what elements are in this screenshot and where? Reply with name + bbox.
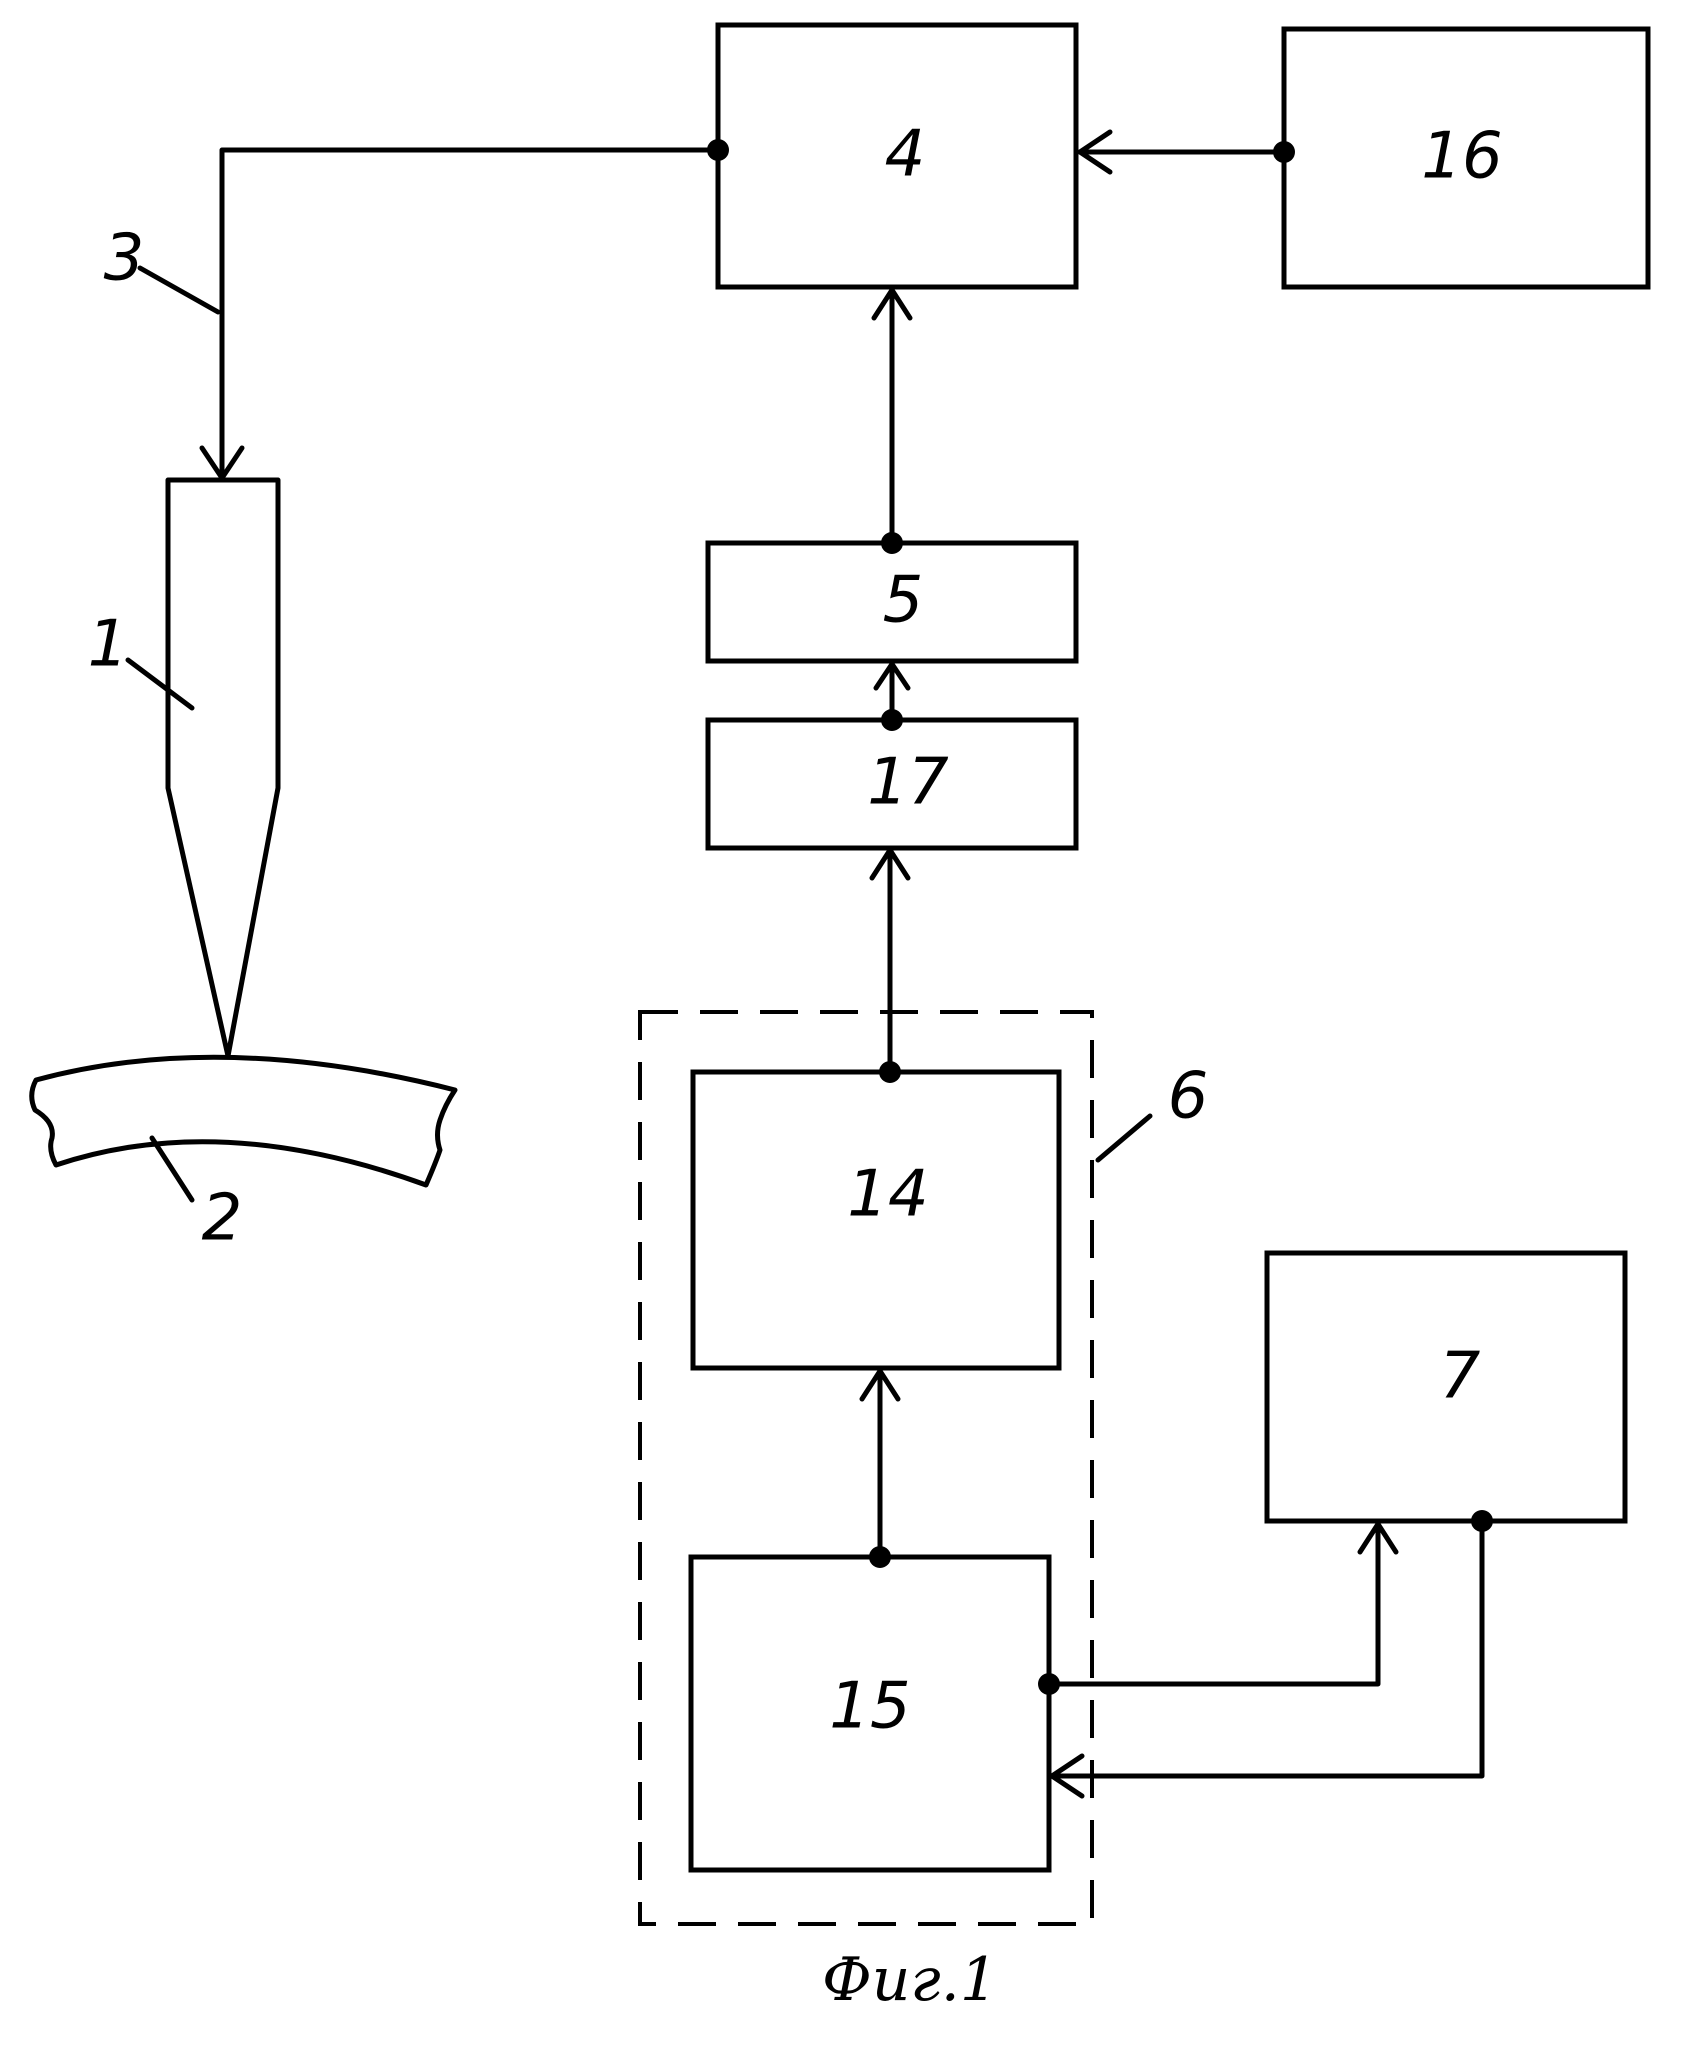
node-block17-out — [881, 709, 903, 731]
node-block7-out — [1471, 1510, 1493, 1532]
callout-6: 6 — [1168, 1060, 1209, 1134]
block-7-label: 7 — [1440, 1340, 1481, 1414]
node-block16-out — [1273, 141, 1295, 163]
workpiece-2 — [32, 1057, 455, 1185]
wire-15-to-7 — [1049, 1524, 1378, 1684]
node-block4-out — [707, 139, 729, 161]
block-5-label: 5 — [883, 564, 924, 638]
wire-3 — [222, 150, 718, 476]
callout-1: 1 — [88, 608, 129, 682]
callout-2: 2 — [202, 1182, 243, 1256]
node-block15-out — [869, 1546, 891, 1568]
block-14-label: 14 — [847, 1158, 928, 1232]
node-block14-out — [879, 1061, 901, 1083]
block-17-label: 17 — [867, 746, 949, 820]
block-15-label: 15 — [829, 1670, 910, 1744]
node-block5-out — [881, 532, 903, 554]
leader-1 — [128, 660, 192, 708]
group-6-boundary — [640, 1012, 1092, 1924]
leader-3 — [140, 268, 218, 312]
block-16-label: 16 — [1421, 120, 1502, 194]
electrode-1 — [168, 480, 278, 1056]
block-4-label: 4 — [885, 118, 926, 192]
figure-caption: Фиг.1 — [822, 1945, 998, 2015]
node-block15-side-out — [1038, 1673, 1060, 1695]
leader-6 — [1098, 1116, 1150, 1160]
callout-3: 3 — [104, 222, 145, 296]
wire-7-to-15 — [1052, 1521, 1482, 1776]
leader-2 — [152, 1138, 192, 1200]
